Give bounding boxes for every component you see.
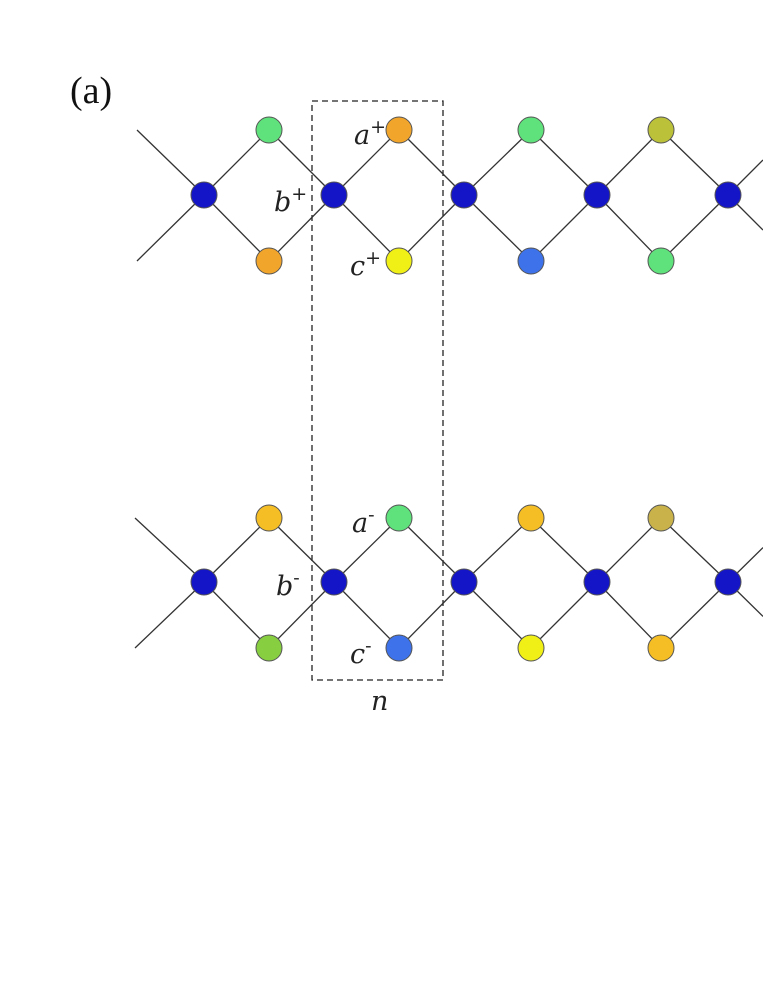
bond [398, 194, 465, 262]
top-site [255, 116, 283, 144]
bond [333, 517, 400, 583]
bond [333, 194, 400, 262]
lower-chain [134, 504, 763, 662]
bottom-site [517, 247, 545, 275]
bond [660, 517, 729, 583]
bottom-site [385, 634, 413, 662]
hub-site [583, 568, 611, 596]
bottom-site [647, 634, 675, 662]
bond [134, 517, 205, 583]
hub-site [320, 181, 348, 209]
top-site [385, 504, 413, 532]
hub-site [190, 181, 218, 209]
bond [136, 129, 205, 196]
bond [268, 581, 335, 649]
unit-cell-label: n [371, 686, 388, 717]
bond [398, 517, 465, 583]
bond [596, 129, 662, 196]
bond [596, 517, 662, 583]
label-b-plus: b+ [274, 183, 307, 218]
bond [596, 194, 662, 262]
bond [660, 581, 729, 649]
bond [268, 129, 335, 196]
bond [660, 194, 729, 262]
bond [463, 129, 532, 196]
bond [333, 581, 400, 649]
bond [203, 194, 270, 262]
upper-chain-sites [190, 116, 742, 275]
bond [463, 581, 532, 649]
unit-cell-box [311, 100, 444, 681]
hub-site [450, 568, 478, 596]
bond [268, 194, 335, 262]
bond [268, 517, 335, 583]
label-c-plus: c+ [350, 247, 381, 282]
bottom-site [255, 634, 283, 662]
label-c-minus: c- [350, 635, 372, 670]
top-site [517, 504, 545, 532]
lower-chain-bonds [134, 517, 763, 649]
top-site [255, 504, 283, 532]
top-site [385, 116, 413, 144]
top-site [647, 504, 675, 532]
bond [530, 129, 598, 196]
bond [203, 517, 270, 583]
bond [398, 129, 465, 196]
hub-site [714, 568, 742, 596]
label-b-minus: b- [276, 567, 300, 602]
bond [530, 517, 598, 583]
upper-chain-bonds [136, 129, 763, 262]
bond [136, 194, 205, 262]
bond [203, 581, 270, 649]
label-a-plus: a+ [354, 116, 386, 151]
panel-label: (a) [70, 70, 112, 112]
bond [333, 129, 400, 196]
top-site [517, 116, 545, 144]
bond [398, 581, 465, 649]
bond [463, 194, 532, 262]
lower-chain-sites [190, 504, 742, 662]
hub-site [190, 568, 218, 596]
bond [660, 129, 729, 196]
hub-site [450, 181, 478, 209]
hub-site [320, 568, 348, 596]
bond [530, 194, 598, 262]
hub-site [714, 181, 742, 209]
label-a-minus: a- [352, 504, 375, 539]
bottom-site [255, 247, 283, 275]
bottom-site [517, 634, 545, 662]
top-site [647, 116, 675, 144]
bond [596, 581, 662, 649]
upper-chain [136, 116, 763, 275]
bond [530, 581, 598, 649]
bottom-site [385, 247, 413, 275]
hub-site [583, 181, 611, 209]
bond [134, 581, 205, 649]
bond [463, 517, 532, 583]
bottom-site [647, 247, 675, 275]
bond [203, 129, 270, 196]
